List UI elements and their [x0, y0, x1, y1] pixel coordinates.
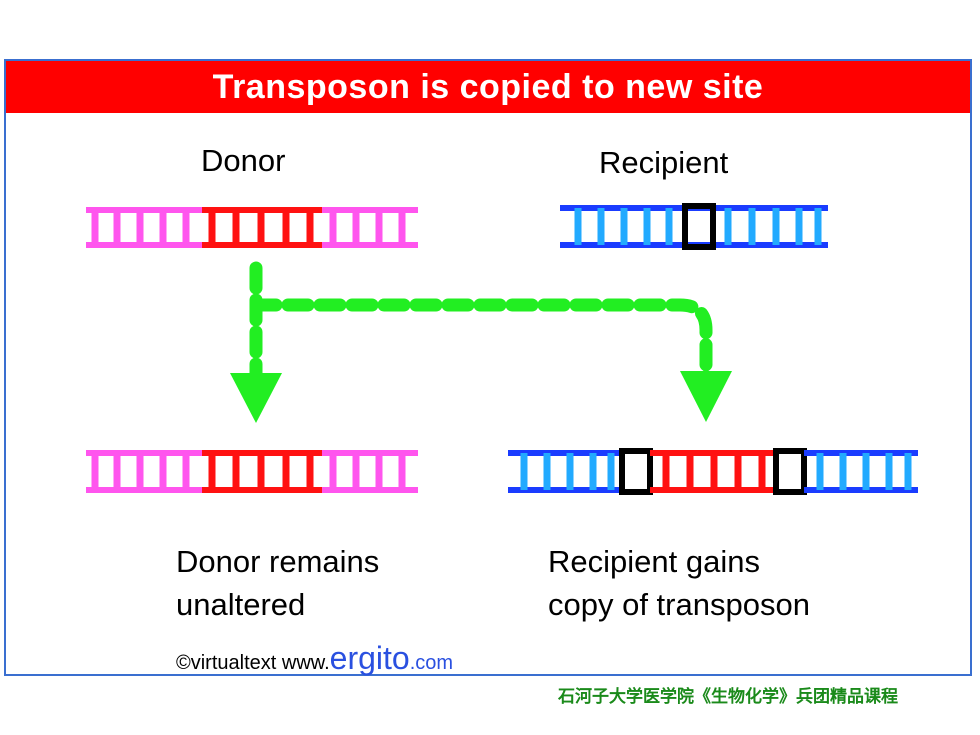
title-bar: Transposon is copied to new site — [6, 61, 970, 113]
donor-caption-line1: Donor remains — [176, 544, 380, 579]
credit-suffix: .com — [409, 652, 454, 674]
credit-line: ©virtualtext www.ergito.com — [176, 640, 453, 677]
recipient-dna-bottom — [508, 448, 918, 495]
recipient-caption-line1: Recipient gains — [548, 544, 760, 579]
transposon-segment — [202, 207, 322, 248]
donor-label: Donor — [201, 143, 286, 178]
recipient-caption: Recipient gains copy of transposon — [548, 540, 810, 626]
donor-dna-bottom — [86, 450, 418, 493]
donor-dna-top — [86, 207, 418, 248]
donor-caption: Donor remains unaltered — [176, 540, 379, 626]
target-site — [682, 203, 716, 250]
arrow-path-across — [249, 298, 713, 405]
recipient-dna-top — [560, 203, 828, 250]
donor-flank-right — [322, 207, 418, 248]
inserted-transposon — [650, 450, 776, 493]
recipient-label: Recipient — [599, 145, 729, 180]
diagram-frame: Transposon is copied to new site — [4, 59, 972, 676]
recipient-caption-line2: copy of transposon — [548, 587, 810, 622]
target-site-left — [619, 448, 653, 495]
credit-prefix: ©virtualtext www. — [176, 652, 330, 674]
diagram-title: Transposon is copied to new site — [212, 67, 764, 106]
course-footer: 石河子大学医学院《生物化学》兵团精品课程 — [558, 687, 898, 707]
donor-caption-line2: unaltered — [176, 587, 306, 622]
copy-arrows — [249, 261, 713, 407]
arrowhead-right — [680, 371, 732, 422]
arrowhead-left — [230, 373, 282, 423]
credit-brand: ergito — [329, 640, 410, 676]
donor-flank-left — [86, 207, 202, 248]
target-site-right — [773, 448, 807, 495]
